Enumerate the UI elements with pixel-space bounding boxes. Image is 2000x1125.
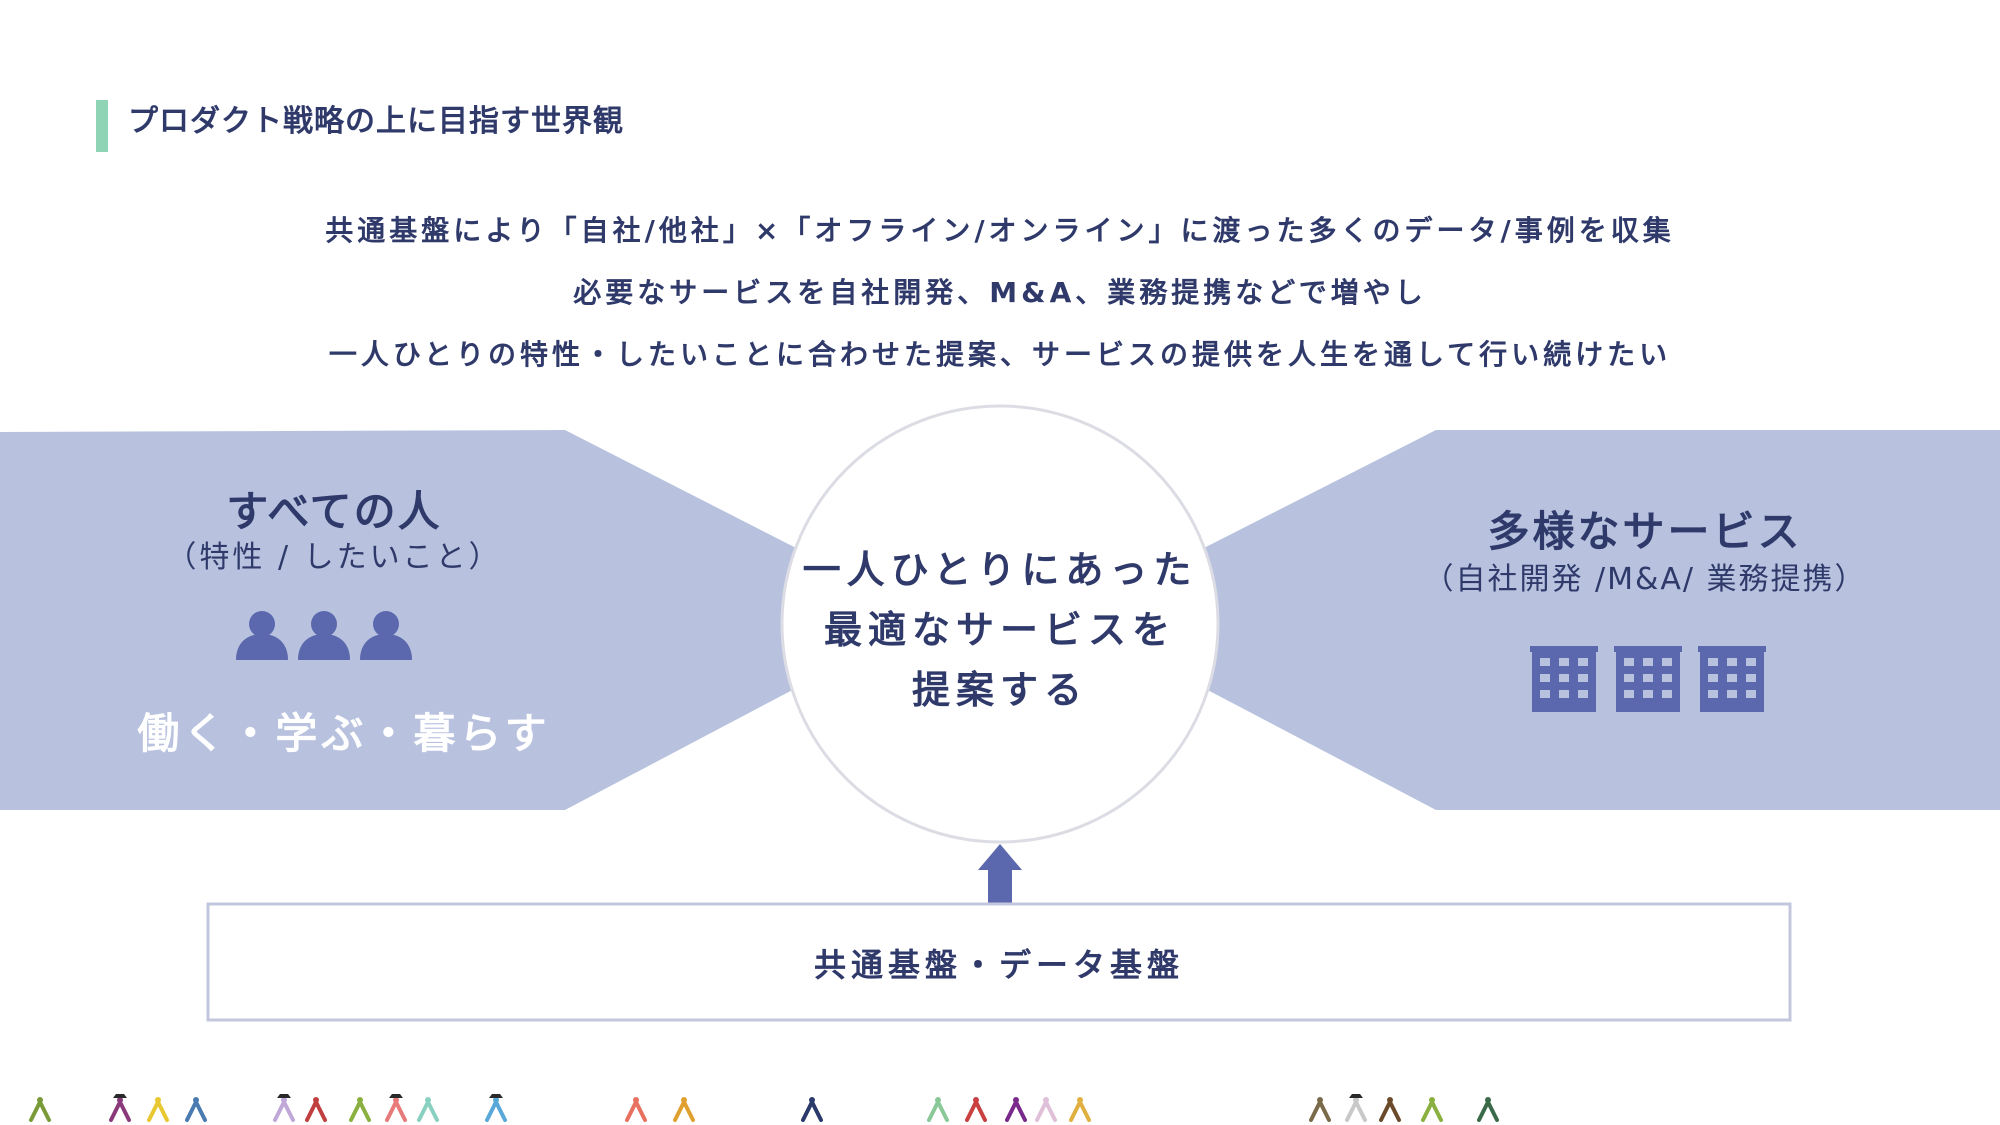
- walking-person-icon: [1069, 1097, 1091, 1122]
- walking-person-icon: [965, 1097, 987, 1122]
- walking-person-icon: [273, 1094, 295, 1122]
- walking-person-icon: [1035, 1097, 1057, 1122]
- walking-person-icon: [385, 1094, 407, 1122]
- services-panel: [1200, 430, 2000, 810]
- walking-person-icon: [625, 1097, 647, 1122]
- walking-person-icon: [927, 1097, 949, 1122]
- services-panel-title: 多様なサービス: [1487, 507, 1803, 556]
- intro-line-2: 必要なサービスを自社開発、M&A、業務提携などで増やし: [573, 276, 1427, 309]
- center-line-1: 一人ひとりにあった: [802, 548, 1198, 592]
- walking-person-icon: [1421, 1097, 1443, 1122]
- people-icon: [236, 611, 412, 660]
- walking-person-icon: [1309, 1097, 1331, 1122]
- walking-person-icon: [1345, 1094, 1367, 1122]
- people-panel-subtitle: （特性 / したいこと）: [166, 540, 502, 575]
- building-icon: [1530, 646, 1766, 712]
- people-panel: [0, 430, 800, 810]
- base-box: [206, 902, 1792, 1022]
- walking-person-icon: [29, 1097, 51, 1122]
- walking-person-icon: [485, 1094, 507, 1122]
- slide-title: プロダクト戦略の上に目指す世界観: [128, 104, 624, 139]
- walking-person-icon: [349, 1097, 371, 1122]
- title-accent-bar: [96, 100, 108, 152]
- walking-person-icon: [147, 1097, 169, 1122]
- walking-person-icon: [185, 1097, 207, 1122]
- people-panel-tagline: 働く・学ぶ・暮らす: [137, 709, 551, 758]
- services-panel-subtitle: （自社開発 /M&A/ 業務提携）: [1423, 562, 1867, 597]
- intro-line-3: 一人ひとりの特性・したいことに合わせた提案、サービスの提供を人生を通して行い続け…: [328, 338, 1672, 371]
- center-circle: [780, 404, 1220, 844]
- walking-person-icon: [1477, 1097, 1499, 1122]
- walking-people-row: [29, 1094, 1499, 1122]
- intro-line-1: 共通基盤により「自社/他社」×「オフライン/オンライン」に渡った多くのデータ/事…: [325, 214, 1675, 247]
- center-line-3: 提案する: [911, 668, 1088, 712]
- center-line-2: 最適なサービスを: [823, 608, 1176, 652]
- walking-person-icon: [109, 1094, 131, 1122]
- center-message: 一人ひとりにあった 最適なサービスを 提案する: [790, 540, 1210, 720]
- walking-person-icon: [1005, 1097, 1027, 1122]
- people-panel-title: すべての人: [226, 487, 442, 536]
- walking-person-icon: [1379, 1097, 1401, 1122]
- intro-text: 共通基盤により「自社/他社」×「オフライン/オンライン」に渡った多くのデータ/事…: [0, 200, 2000, 386]
- walking-person-icon: [417, 1097, 439, 1122]
- walking-person-icon: [673, 1097, 695, 1122]
- walking-person-icon: [801, 1097, 823, 1122]
- up-arrow-icon: [978, 844, 1022, 904]
- base-label: 共通基盤・データ基盤: [813, 946, 1184, 984]
- walking-person-icon: [305, 1097, 327, 1122]
